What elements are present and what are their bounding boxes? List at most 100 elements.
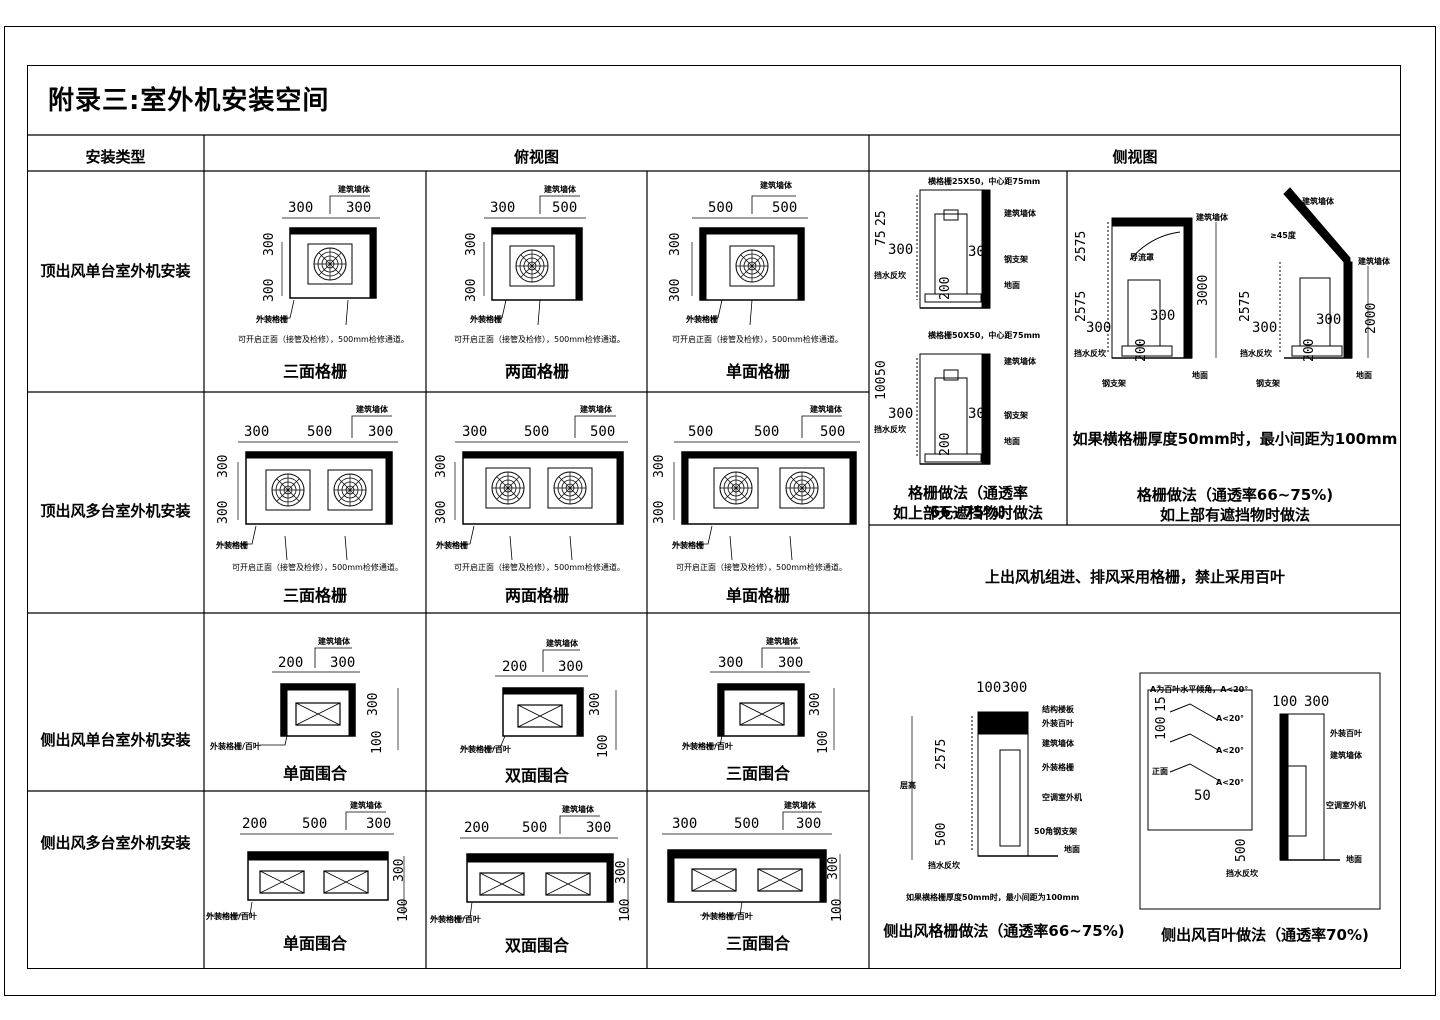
- side-b-waterstop-2: 挡水反坎: [1240, 349, 1272, 358]
- vdim-r1c3-a: 300: [668, 232, 683, 256]
- row-label-top-single: 顶出风单台室外机安装: [40, 262, 191, 280]
- dim-r2c1-b: 500: [307, 424, 333, 440]
- vdim-r4c2-a: 300: [614, 860, 629, 884]
- dim-r4c1-b: 500: [302, 816, 328, 832]
- sl-unit: 空调室外机: [1326, 801, 1366, 810]
- grille-label-r4c3: 外装格栅/百叶: [702, 912, 753, 921]
- side-a-waterstop-1: 挡水反坎: [874, 271, 906, 280]
- sg-slab: 结构楼板: [1042, 705, 1074, 714]
- side-a-dim-300-2: 300: [888, 406, 914, 422]
- caption-r1c3: 单面格栅: [725, 362, 790, 381]
- wall-label-r2c3: 建筑墙体: [810, 405, 842, 414]
- sg-vdim-500: 500: [934, 822, 949, 846]
- sg-floor-height: 层高: [900, 781, 916, 790]
- sl-a20-1: A<20°: [1216, 714, 1245, 723]
- wall-label-r2c1: 建筑墙体: [356, 405, 388, 414]
- row-label-side-single: 侧出风单台室外机安装: [40, 731, 191, 749]
- caption-r4c2: 双面围合: [504, 936, 569, 955]
- grille-label-r3c3: 外装格栅/百叶: [682, 742, 733, 751]
- dim-r3c2-a: 200: [502, 659, 528, 675]
- grille-label-r2c1: 外装格栅: [216, 541, 248, 550]
- dim-r4c3-b: 500: [734, 816, 760, 832]
- side-a-hgrille-2: 横格栅50X50，中心距75mm: [928, 331, 1041, 340]
- grille-label-r1c2: 外装格栅: [470, 315, 502, 324]
- dim-r2c2-c: 500: [590, 424, 616, 440]
- side-a-hgrille-1: 横格栅25X50，中心距75mm: [928, 177, 1041, 186]
- dim-r1c2-b: 500: [552, 200, 578, 216]
- side-b-dim-300-2: 300: [1150, 308, 1176, 324]
- wall-label-r3c1: 建筑墙体: [318, 637, 350, 646]
- caption-r4c1: 单面围合: [282, 934, 347, 953]
- dim-r3c1-b: 300: [330, 655, 356, 671]
- side-b-vdim-2575-1: 2575: [1074, 230, 1089, 262]
- sg-bracket: 50角钢支架: [1034, 827, 1078, 836]
- side-a-waterstop-2: 挡水反坎: [874, 425, 906, 434]
- dim-r1c2-a: 300: [490, 200, 516, 216]
- side-a-floor-1: 地面: [1004, 281, 1020, 290]
- side-b-dim-300-3: 300: [1252, 320, 1278, 336]
- dim-r4c2-c: 300: [586, 820, 612, 836]
- header-install-type: 安装类型: [85, 148, 146, 166]
- caption-r2c3: 单面格栅: [725, 586, 790, 605]
- side-a-dim-300-1: 300: [888, 242, 914, 258]
- dim-r1c3-a: 500: [708, 200, 734, 216]
- dim-r1c1-a: 300: [288, 200, 314, 216]
- vdim-r2c3-a: 300: [652, 454, 667, 478]
- dim-r3c3-b: 300: [778, 655, 804, 671]
- table-border: [27, 65, 1401, 969]
- sg-small-note: 如果横格栅厚度50mm时，最小间距为100mm: [906, 893, 1080, 902]
- row-label-top-multi: 顶出风多台室外机安装: [40, 502, 191, 520]
- side-a-wall-1: 建筑墙体: [1004, 209, 1036, 218]
- wall-label-r3c3: 建筑墙体: [766, 637, 798, 646]
- grille-label-r1c1: 外装格栅: [256, 315, 288, 324]
- sg-unit: 空调室外机: [1042, 793, 1082, 802]
- caption-r3c2: 双面围合: [504, 766, 569, 785]
- vdim-r4c1-b: 100: [396, 898, 411, 922]
- sg-grille: 外装格栅: [1042, 763, 1074, 772]
- sg-floor: 地面: [1064, 845, 1080, 854]
- dim-r4c3-a: 300: [672, 816, 698, 832]
- vdim-r1c2-b: 300: [464, 278, 479, 302]
- wall-label-r3c2: 建筑墙体: [546, 639, 578, 648]
- sl-floor: 地面: [1346, 855, 1362, 864]
- sl-dim-300: 300: [1304, 694, 1330, 710]
- vdim-r2c3-b: 300: [652, 500, 667, 524]
- wall-label-r4c1: 建筑墙体: [350, 801, 382, 810]
- side-b-wall-3: 建筑墙体: [1358, 257, 1390, 266]
- dim-r2c3-c: 500: [820, 424, 846, 440]
- side-b-vdim-3000: 3000: [1196, 274, 1211, 306]
- side-a-vdim-75: 75: [874, 230, 889, 246]
- vdim-r3c1-a: 300: [366, 692, 381, 716]
- open-front-note-r2c1: 可开启正面（接管及检修），500mm检修通道。: [232, 563, 403, 572]
- open-front-note-r1c1: 可开启正面（接管及检修），500mm检修通道。: [238, 335, 409, 344]
- dim-r3c2-b: 300: [558, 659, 584, 675]
- vdim-r4c1-a: 300: [392, 858, 407, 882]
- sg-vdim-2575: 2575: [934, 738, 949, 770]
- wall-label-r4c2: 建筑墙体: [562, 805, 594, 814]
- dim-r2c2-b: 500: [524, 424, 550, 440]
- vdim-r1c1-a: 300: [262, 232, 277, 256]
- sl-front: 正面: [1152, 767, 1168, 776]
- dim-r1c1-b: 300: [346, 200, 372, 216]
- header-top-view: 俯视图: [513, 148, 559, 166]
- side-a-dim-30-1: 30: [968, 244, 985, 260]
- open-front-note-r1c3: 可开启正面（接管及检修），500mm检修通道。: [672, 335, 843, 344]
- vdim-r1c1-b: 300: [262, 278, 277, 302]
- dim-r4c2-b: 500: [522, 820, 548, 836]
- sl-a20-2: A<20°: [1216, 746, 1245, 755]
- outer-border: [4, 26, 1436, 996]
- sl-angle-note: A为百叶水平倾角，A<20°: [1150, 685, 1249, 694]
- sg-waterstop: 挡水反坎: [928, 861, 960, 870]
- side-a-bracket-1: 钢支架: [1004, 255, 1028, 264]
- dim-r1c3-b: 500: [772, 200, 798, 216]
- vdim-r3c2-b: 100: [596, 734, 611, 758]
- side-b-guide: 导流罩: [1130, 253, 1154, 262]
- dim-r2c3-a: 500: [688, 424, 714, 440]
- side-b-wall-1: 建筑墙体: [1196, 213, 1228, 222]
- vdim-r3c3-a: 300: [808, 692, 823, 716]
- row-label-side-multi: 侧出风多台室外机安装: [40, 834, 191, 852]
- caption-r1c1: 三面格栅: [282, 362, 347, 381]
- side-a-dim-30-2: 30: [968, 406, 985, 422]
